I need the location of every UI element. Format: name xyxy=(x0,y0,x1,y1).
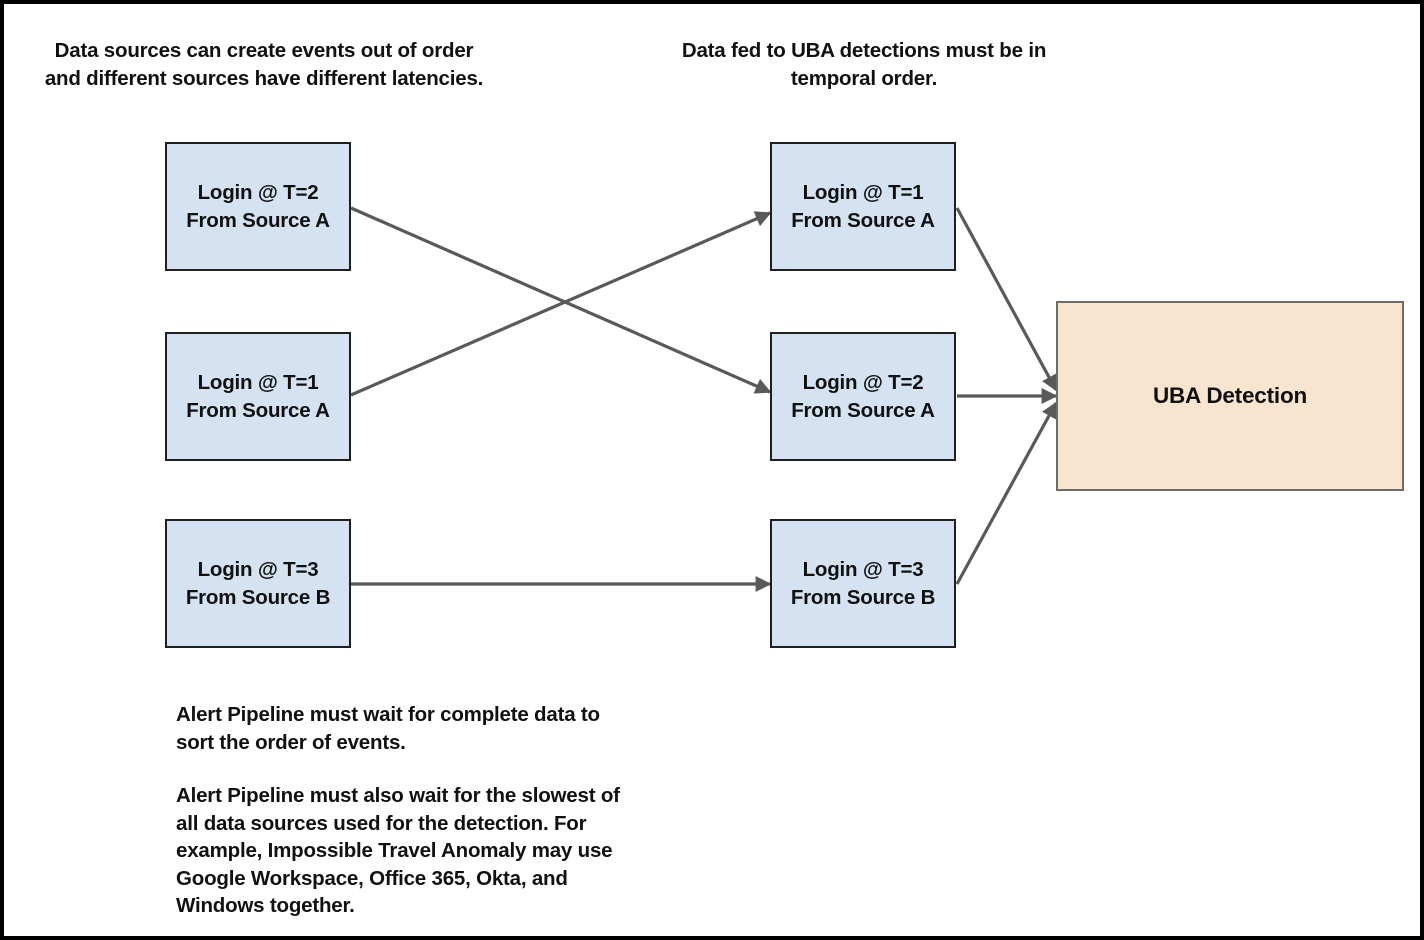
sorted-event-login-t2-source-a: Login @ T=2 From Source A xyxy=(770,332,956,461)
caption-line: temporal order. xyxy=(790,67,938,90)
caption-line: Data fed to UBA detections must be in xyxy=(681,39,1047,62)
arrow-login-t2-to-sorted-t2 xyxy=(350,206,772,394)
event-label-line: From Source B xyxy=(185,585,331,609)
note-line: Google Workspace, Office 365, Okta, and xyxy=(176,866,568,890)
note-paragraph-wait-complete-data: Alert Pipeline must wait for complete da… xyxy=(176,701,696,756)
event-label-line: Login @ T=1 xyxy=(802,180,924,204)
event-label-line: From Source B xyxy=(790,585,936,609)
note-line: Alert Pipeline must wait for complete da… xyxy=(176,703,600,726)
unsorted-event-login-t2-source-a: Login @ T=2 From Source A xyxy=(165,142,351,271)
caption-line: Data sources can create events out of or… xyxy=(54,39,474,62)
arrow-login-t1-to-sorted-t1 xyxy=(350,211,772,397)
event-label-line: Login @ T=2 xyxy=(197,180,319,204)
event-label-line: From Source A xyxy=(186,398,330,422)
event-label-line: From Source A xyxy=(791,398,935,422)
caption-line: and different sources have different lat… xyxy=(44,67,484,90)
caption-out-of-order: Data sources can create events out of or… xyxy=(14,37,514,93)
sorted-event-login-t1-source-a: Login @ T=1 From Source A xyxy=(770,142,956,271)
note-line: sort the order of events. xyxy=(176,730,406,754)
note-paragraph-wait-slowest-source: Alert Pipeline must also wait for the sl… xyxy=(176,782,696,920)
note-line: Windows together. xyxy=(176,894,355,917)
event-label-line: Login @ T=3 xyxy=(802,557,924,581)
event-label-line: Login @ T=1 xyxy=(197,370,319,394)
uba-detection-node: UBA Detection xyxy=(1056,301,1404,491)
unsorted-event-login-t3-source-b: Login @ T=3 From Source B xyxy=(165,519,351,648)
event-label-line: From Source A xyxy=(186,208,330,232)
sorted-event-login-t3-source-b: Login @ T=3 From Source B xyxy=(770,519,956,648)
caption-temporal-order: Data fed to UBA detections must be in te… xyxy=(654,37,1074,93)
arrow-sorted-t1-to-uba xyxy=(955,207,1058,392)
note-line: example, Impossible Travel Anomaly may u… xyxy=(176,839,613,862)
note-line: all data sources used for the detection.… xyxy=(176,811,587,835)
uba-detection-label: UBA Detection xyxy=(1152,383,1308,408)
event-label-line: From Source A xyxy=(791,208,935,232)
event-label-line: Login @ T=3 xyxy=(197,557,319,581)
arrow-sorted-t3-to-uba xyxy=(955,401,1058,585)
alert-pipeline-notes: Alert Pipeline must wait for complete da… xyxy=(176,701,696,920)
unsorted-event-login-t1-source-a: Login @ T=1 From Source A xyxy=(165,332,351,461)
note-line: Alert Pipeline must also wait for the sl… xyxy=(176,784,620,807)
event-label-line: Login @ T=2 xyxy=(802,370,924,394)
